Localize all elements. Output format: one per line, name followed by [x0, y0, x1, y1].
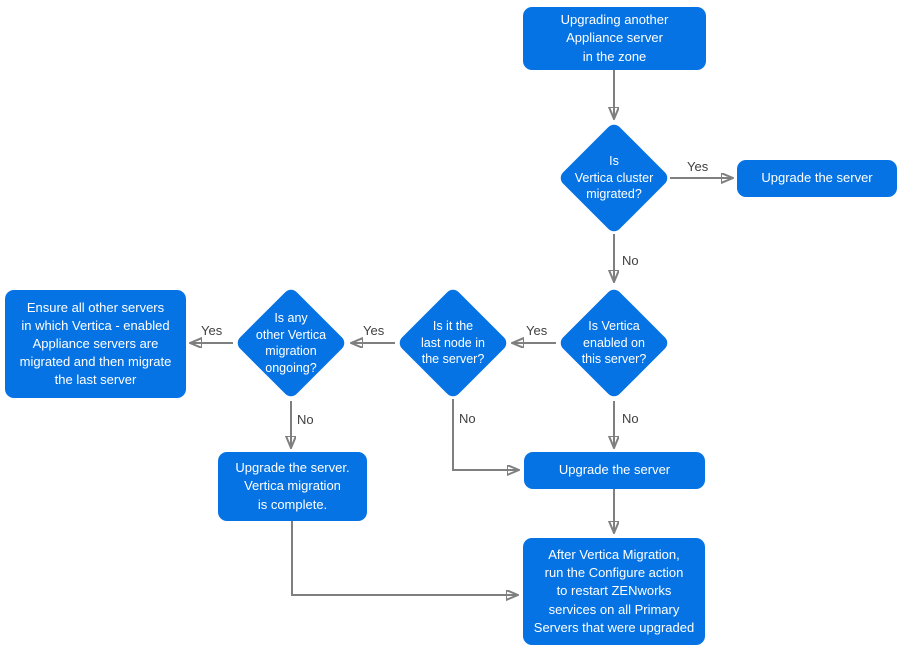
decision-label: Is Vertica cluster migrated?	[574, 154, 654, 202]
branch-label-no-cluster-migrated: No	[622, 253, 639, 268]
branch-label-no-last-node: No	[459, 411, 476, 426]
decision-label: Is it the last node in the server?	[421, 319, 485, 367]
connector-lastnode-no-to-upgrade-mid	[452, 399, 518, 470]
branch-label-yes-other-migration: Yes	[201, 323, 223, 338]
connector-complete-to-after-migration	[291, 521, 517, 595]
branch-label-no-vertica-enabled: No	[622, 411, 639, 426]
decision-is-cluster-migrated: Is Vertica cluster migrated?	[557, 121, 671, 235]
decision-is-vertica-enabled: Is Vertica enabled on this server?	[557, 286, 671, 400]
node-upgrade-server-right: Upgrade the server	[737, 160, 897, 197]
decision-label: Is Vertica enabled on this server?	[581, 319, 647, 367]
decision-is-other-migration-ongoing: Is any other Vertica migration ongoing?	[234, 286, 348, 400]
decision-is-last-node: Is it the last node in the server?	[396, 286, 510, 400]
node-upgrade-server-mid: Upgrade the server	[524, 452, 705, 489]
branch-label-yes-vertica-enabled: Yes	[526, 323, 548, 338]
branch-label-yes-last-node: Yes	[363, 323, 385, 338]
node-start: Upgrading another Appliance server in th…	[523, 7, 706, 70]
node-ensure-other-servers: Ensure all other servers in which Vertic…	[5, 290, 186, 398]
decision-label: Is any other Vertica migration ongoing?	[255, 311, 327, 375]
branch-label-no-other-migration: No	[297, 412, 314, 427]
branch-label-yes-cluster-migrated: Yes	[687, 159, 709, 174]
node-after-migration: After Vertica Migration, run the Configu…	[523, 538, 705, 645]
node-upgrade-complete: Upgrade the server. Vertica migration is…	[218, 452, 367, 521]
